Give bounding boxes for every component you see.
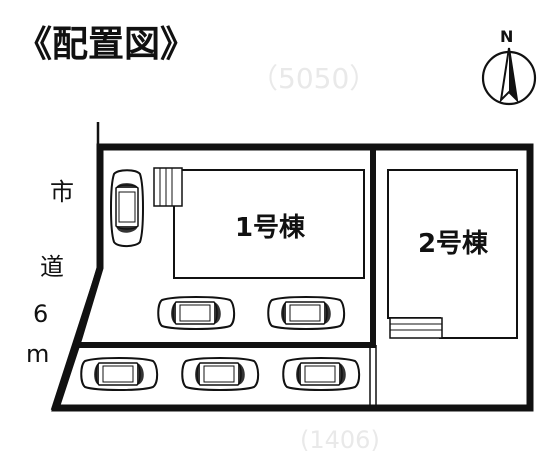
site-boundary — [51, 143, 534, 412]
parked-car — [181, 357, 260, 391]
road-label-char: m — [26, 340, 49, 368]
building-2-label: 2号棟 — [418, 229, 489, 259]
parked-car — [80, 357, 159, 391]
parked-car — [282, 357, 361, 391]
parked-car — [157, 296, 236, 330]
entrance-steps-1 — [153, 167, 183, 207]
road-label-char: 市 — [50, 178, 74, 206]
building-1: 1号棟 — [153, 167, 365, 279]
watermark-text-bottom: (1406) — [300, 426, 380, 454]
lot-divider — [79, 147, 376, 348]
building-1-label: 1号棟 — [235, 213, 306, 243]
road-label-char: 6 — [33, 300, 48, 328]
road-label: 市 道 6 m — [26, 178, 74, 368]
page-title: 《配置図》 — [16, 24, 196, 65]
north-label: N — [500, 27, 513, 46]
parked-car — [267, 296, 346, 330]
road-label-char: 道 — [40, 253, 64, 281]
watermark-text: （5050） — [250, 62, 377, 95]
parked-car — [110, 169, 144, 248]
entrance-steps-2 — [389, 317, 443, 339]
north-compass-icon: N — [481, 27, 537, 106]
building-2: 2号棟 — [387, 169, 518, 339]
